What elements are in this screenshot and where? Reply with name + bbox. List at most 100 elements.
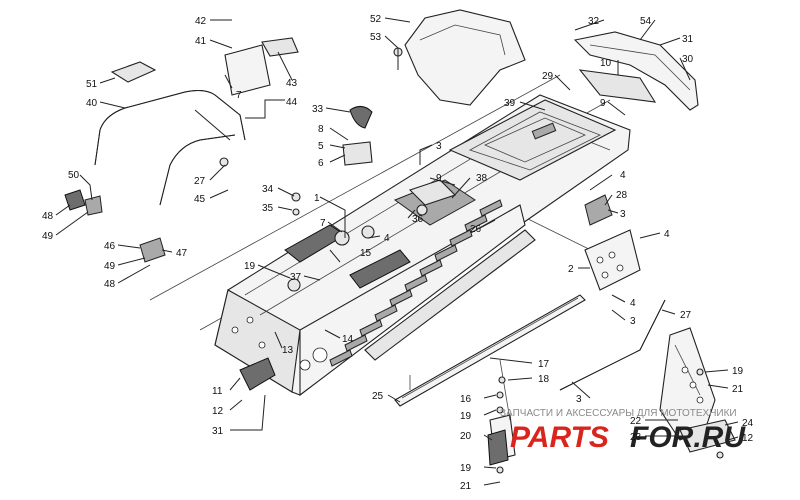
callout-6: 6: [318, 158, 324, 169]
rear-bracket: [578, 69, 657, 103]
callout-2: 2: [568, 264, 574, 275]
callout-23: 23: [630, 432, 642, 443]
callout-46: 46: [104, 241, 116, 252]
callout-48b: 48: [104, 279, 116, 290]
side-bracket: [584, 194, 613, 226]
callout-20: 20: [460, 431, 472, 442]
rear-bumper: [573, 31, 699, 111]
callout-30: 30: [682, 54, 694, 65]
callout-27b: 27: [680, 310, 692, 321]
watermark: ЗАПЧАСТИ И АКСЕССУАРЫ ДЛЯ МОТОТЕХНИКИ PA…: [500, 408, 746, 454]
callout-41: 41: [195, 36, 207, 47]
callout-31b: 31: [212, 426, 224, 437]
callout-14: 14: [342, 334, 354, 345]
callout-42: 42: [195, 16, 207, 27]
callout-16: 16: [460, 394, 472, 405]
tail-light: [239, 357, 276, 391]
callout-21: 21: [732, 384, 744, 395]
tunnel-side-ribs: [329, 199, 503, 367]
callout-32: 32: [588, 16, 600, 27]
callout-53: 53: [370, 32, 382, 43]
callout-37: 37: [290, 272, 302, 283]
callout-44: 44: [286, 97, 298, 108]
callout-4: 4: [620, 170, 626, 181]
callout-51: 51: [86, 79, 98, 90]
watermark-brand-left: PARTS: [510, 421, 609, 454]
callout-7: 7: [236, 90, 242, 101]
hinge-left-lower: [84, 195, 103, 216]
chassis-tunnel: [214, 94, 631, 397]
callout-33: 33: [312, 104, 324, 115]
callout-19c: 19: [460, 411, 472, 422]
callout-11: 11: [212, 386, 223, 397]
callout-50: 50: [68, 170, 80, 181]
callout-38: 38: [476, 173, 488, 184]
callout-12b: 12: [742, 433, 754, 444]
callout-3d: 3: [576, 394, 582, 405]
callout-7b: 7: [320, 218, 326, 229]
callout-26: 26: [470, 224, 482, 235]
callout-3: 3: [436, 141, 442, 152]
callout-8: 8: [318, 124, 324, 135]
callout-19d: 19: [460, 463, 472, 474]
grab-bar: [94, 90, 246, 206]
callout-48: 48: [42, 211, 54, 222]
reference-line-upper: [149, 74, 561, 301]
callout-49: 49: [42, 231, 54, 242]
callout-labels: 42 41 43 7 44 51 40 52 53 32 54 31 10 30…: [42, 14, 754, 492]
grab-bar-cap: [110, 61, 157, 83]
mount-bracket: [224, 44, 271, 96]
callout-22: 22: [630, 416, 642, 427]
foot-rest: [559, 299, 736, 453]
light-housing: [342, 141, 373, 166]
callout-5: 5: [318, 141, 324, 152]
callout-9b: 9: [436, 173, 442, 184]
callout-36: 36: [412, 214, 424, 225]
callout-25: 25: [372, 391, 384, 402]
callout-29: 29: [542, 71, 554, 82]
callout-9: 9: [600, 98, 606, 109]
callout-15: 15: [360, 248, 372, 259]
callout-19: 19: [244, 261, 256, 272]
slide-rail: [394, 294, 586, 407]
front-plate: [584, 229, 641, 291]
hinge-center: [139, 237, 166, 263]
seat-base: [404, 9, 526, 106]
callout-4c: 4: [664, 229, 670, 240]
fasteners: [219, 47, 724, 474]
callout-43: 43: [286, 78, 298, 89]
watermark-brand-right: FOR.RU: [630, 421, 746, 454]
watermark-tagline: ЗАПЧАСТИ И АКСЕССУАРЫ ДЛЯ МОТОТЕХНИКИ: [500, 408, 737, 419]
callout-21b: 21: [460, 481, 472, 492]
callout-52: 52: [370, 14, 382, 25]
trim-grommet: [349, 106, 373, 129]
callout-47: 47: [176, 248, 188, 259]
callout-34: 34: [262, 184, 274, 195]
callout-28: 28: [616, 190, 628, 201]
callout-1: 1: [314, 193, 320, 204]
callout-3c: 3: [630, 316, 636, 327]
callout-54: 54: [640, 16, 652, 27]
callout-12: 12: [212, 406, 224, 417]
callout-4b: 4: [384, 233, 390, 244]
callout-3b: 3: [620, 209, 626, 220]
callout-40: 40: [86, 98, 98, 109]
callout-49b: 49: [104, 261, 116, 272]
callout-31: 31: [682, 34, 694, 45]
callout-18: 18: [538, 374, 550, 385]
callout-45: 45: [194, 194, 206, 205]
callout-10: 10: [600, 58, 612, 69]
callout-19b: 19: [732, 366, 744, 377]
callout-24: 24: [742, 418, 754, 429]
leader-lines: [55, 17, 739, 486]
callout-35: 35: [262, 203, 274, 214]
callout-27: 27: [194, 176, 206, 187]
callout-17: 17: [538, 359, 550, 370]
bracket-cover: [261, 37, 299, 57]
callout-39: 39: [504, 98, 516, 109]
hitch-bracket: [487, 359, 516, 466]
callout-13: 13: [282, 345, 294, 356]
callout-4d: 4: [630, 298, 636, 309]
